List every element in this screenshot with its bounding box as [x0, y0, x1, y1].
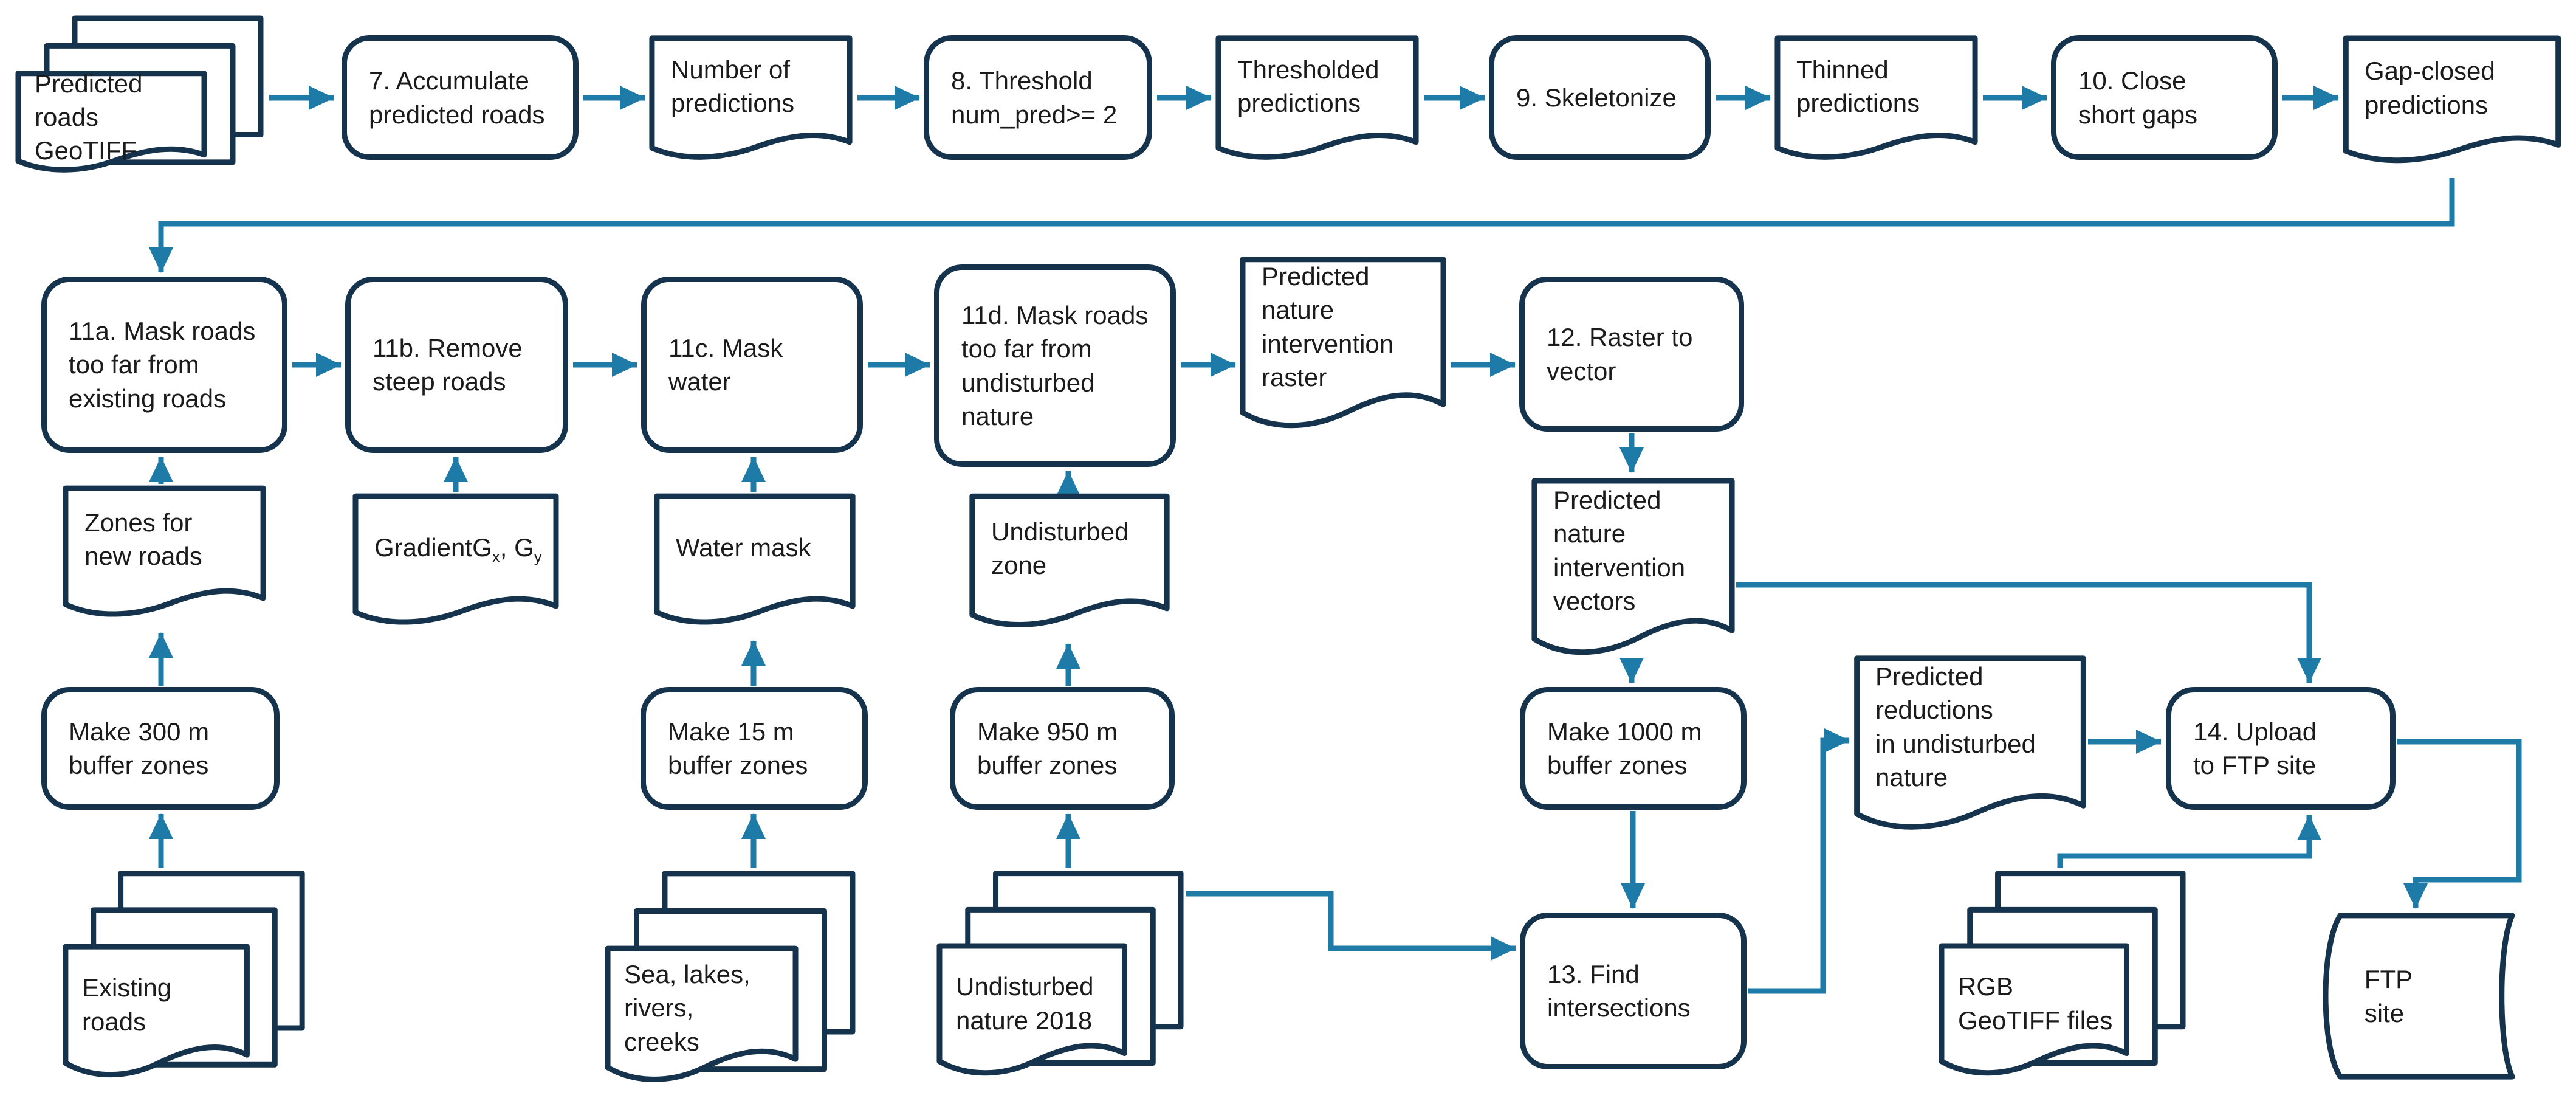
node-thinned-predictions: Thinned predictions — [1774, 35, 1978, 170]
node-step11c: 11c. Mask water — [641, 277, 863, 453]
node-label: Water mask — [676, 533, 811, 562]
node-label: Thinned predictions — [1796, 55, 1920, 118]
node-label: Make 300 m buffer zones — [69, 717, 210, 779]
node-predicted-nature-intervention-raster: Predicted nature intervention raster — [1240, 255, 1446, 444]
node-ftp-site: FTP site — [2309, 913, 2515, 1080]
node-zones-for-new-roads: Zones for new roads — [63, 485, 266, 628]
node-label: Zones for new roads — [84, 508, 202, 571]
node-step11d: 11d. Mask roads too far from undisturbed… — [934, 264, 1176, 467]
node-label: Undisturbed nature 2018 — [956, 972, 1094, 1035]
node-label: 13. Find intersections — [1547, 959, 1691, 1022]
node-step11a: 11a. Mask roads too far from existing ro… — [41, 277, 287, 453]
document-shape — [1853, 654, 2087, 846]
gradient-gx: Gx, Gy — [472, 533, 542, 565]
node-label: 11c. Mask water — [668, 333, 783, 396]
node-step13: 13. Find intersections — [1520, 913, 1747, 1069]
edge-rgb-step14 — [2057, 815, 2321, 868]
node-label: Existing roads — [82, 973, 172, 1036]
node-number-of-predictions: Number of predictions — [649, 35, 853, 170]
edge-step13-reductions — [1748, 728, 1850, 994]
node-gap-closed-predictions: Gap-closed predictions — [2343, 35, 2561, 174]
node-make-1000m-buffer: Make 1000 m buffer zones — [1520, 687, 1747, 810]
edge-step14-ftp — [2397, 739, 2522, 909]
node-label: Undisturbed zone — [991, 517, 1129, 580]
node-label: Gradient Gx, Gy — [374, 493, 546, 602]
node-label: Gap-closed predictions — [2365, 57, 2495, 119]
node-label: FTP site — [2364, 965, 2413, 1027]
node-label: 8. Threshold num_pred>= 2 — [951, 66, 1118, 129]
edge-vectors-step14 — [1736, 582, 2321, 683]
node-label: Predicted reductions in undisturbed natu… — [1875, 661, 2036, 792]
node-label: 12. Raster to vector — [1547, 323, 1693, 385]
node-label: 11d. Mask roads too far from undisturbed… — [961, 300, 1149, 430]
node-step7: 7. Accumulate predicted roads — [342, 35, 579, 160]
document-shape — [2343, 35, 2561, 174]
node-make-300m-buffer: Make 300 m buffer zones — [41, 687, 280, 810]
document-stack-shape — [15, 15, 264, 174]
edge-gapclosed-step11a — [149, 178, 2455, 273]
node-label: 11a. Mask roads too far from existing ro… — [69, 316, 256, 413]
stored-data-shape — [2309, 913, 2515, 1080]
node-label: Number of predictions — [671, 55, 795, 118]
node-step10: 10. Close short gaps — [2051, 35, 2278, 160]
node-label: Thresholded predictions — [1237, 55, 1379, 118]
node-step14: 14. Upload to FTP site — [2166, 687, 2396, 810]
document-stack-shape — [936, 869, 1184, 1079]
document-shape — [649, 35, 853, 170]
document-shape — [654, 493, 856, 636]
node-sea-lakes-rivers-creeks: Sea, lakes, rivers, creeks — [605, 869, 856, 1086]
document-shape — [969, 493, 1170, 639]
document-shape — [1774, 35, 1978, 170]
node-predicted-reductions: Predicted reductions in undisturbed natu… — [1853, 654, 2087, 846]
node-undisturbed-nature-2018: Undisturbed nature 2018 — [936, 869, 1184, 1079]
node-label: 7. Accumulate predicted roads — [369, 66, 545, 129]
gradient-word: Gradient — [374, 533, 473, 562]
node-label: Make 950 m buffer zones — [977, 717, 1118, 779]
node-thresholded-predictions: Thresholded predictions — [1215, 35, 1419, 170]
node-undisturbed-zone: Undisturbed zone — [969, 493, 1170, 639]
document-shape — [1215, 35, 1419, 170]
node-label: RGB GeoTIFF files — [1958, 972, 2113, 1035]
node-predicted-nature-intervention-vectors: Predicted nature intervention vectors — [1531, 477, 1735, 671]
node-step8: 8. Threshold num_pred>= 2 — [924, 35, 1152, 160]
node-label: 10. Close short gaps — [2078, 66, 2198, 129]
document-shape — [1240, 255, 1446, 444]
node-gradient: Gradient Gx, Gy — [352, 493, 559, 636]
document-stack-shape — [63, 869, 306, 1081]
document-shape — [352, 493, 559, 636]
node-label: 11b. Remove steep roads — [373, 333, 523, 396]
node-water-mask: Water mask — [654, 493, 856, 636]
node-step11b: 11b. Remove steep roads — [345, 277, 568, 453]
node-label: Make 15 m buffer zones — [668, 717, 808, 779]
document-stack-shape — [605, 869, 856, 1086]
node-predicted-roads-geotiff: Predicted roads GeoTIFF — [15, 15, 264, 174]
node-make-15m-buffer: Make 15 m buffer zones — [641, 687, 868, 810]
document-stack-shape — [1939, 869, 2186, 1079]
node-step12: 12. Raster to vector — [1519, 277, 1744, 432]
node-label: Predicted nature intervention raster — [1262, 261, 1394, 392]
edge-undnature-step13 — [1186, 891, 1516, 961]
node-step9: 9. Skeletonize — [1489, 35, 1711, 160]
node-label: Predicted roads GeoTIFF — [35, 69, 143, 165]
node-rgb-geotiff-files: RGB GeoTIFF files — [1939, 869, 2186, 1079]
node-label: 9. Skeletonize — [1516, 83, 1677, 112]
node-make-950m-buffer: Make 950 m buffer zones — [950, 687, 1175, 810]
node-label: Predicted nature intervention vectors — [1553, 485, 1686, 616]
node-label: Make 1000 m buffer zones — [1547, 717, 1702, 779]
node-label: 14. Upload to FTP site — [2193, 717, 2317, 779]
document-shape — [1531, 477, 1735, 671]
node-existing-roads: Existing roads — [63, 869, 306, 1081]
document-shape — [63, 485, 266, 628]
node-label: Sea, lakes, rivers, creeks — [624, 959, 750, 1056]
